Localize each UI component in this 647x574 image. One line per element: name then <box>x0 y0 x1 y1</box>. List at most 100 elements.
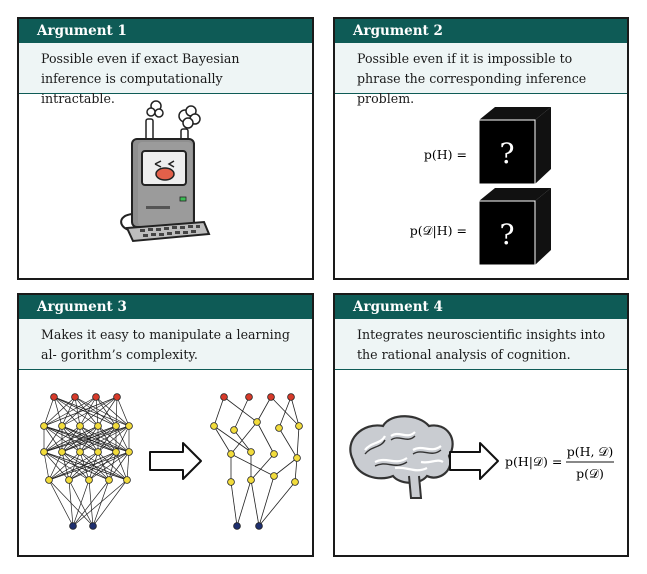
network-node <box>50 393 58 401</box>
network-edge <box>74 396 81 427</box>
network-edge <box>278 396 292 429</box>
network-edge <box>43 396 97 427</box>
prior-label: p(H) = <box>424 147 467 162</box>
network-node <box>85 476 93 484</box>
argument-panel-4: Argument 4 Integrates neuroscientific in… <box>333 293 629 557</box>
panel-text: Possible even if exact Bayesian inferenc… <box>19 43 312 106</box>
network-edge <box>43 425 99 453</box>
network-edge <box>256 396 272 423</box>
network-edge <box>233 429 252 453</box>
argument-panel-3: Argument 3 Makes it easy to manipulate a… <box>17 293 314 557</box>
network-edge <box>68 451 99 481</box>
panel-illustration: p(H) = p(𝒟|H) = ? ? <box>335 94 627 278</box>
network-edge <box>68 451 117 481</box>
network-edge <box>61 396 76 427</box>
network-edge <box>278 427 298 459</box>
network-edge <box>43 451 50 481</box>
network-edge <box>61 451 110 481</box>
network-edge <box>213 425 252 453</box>
network-edge <box>258 481 296 527</box>
network-edge <box>213 425 232 455</box>
network-edge <box>48 451 130 481</box>
network-node <box>270 472 278 480</box>
network-edge <box>74 396 130 427</box>
network-edge <box>43 451 110 481</box>
network-node <box>247 448 255 456</box>
arrow-icon <box>149 442 202 480</box>
mystery-box-icon: ? <box>478 107 551 185</box>
panel-illustration <box>19 94 312 278</box>
network-node <box>40 448 48 456</box>
network-node <box>287 393 295 401</box>
network-edge <box>88 451 99 481</box>
network-edge <box>294 457 298 483</box>
network-edge <box>79 425 117 453</box>
argument-panel-1: Argument 1 Possible even if exact Bayesi… <box>17 17 314 280</box>
network-node <box>255 522 263 530</box>
brain-icon <box>349 415 454 499</box>
network-edge <box>250 479 260 527</box>
network-edge <box>43 451 70 481</box>
network-edge <box>72 479 128 527</box>
panel-text: Integrates neuroscientific insights into… <box>335 319 627 370</box>
network-edge <box>79 425 130 453</box>
network-edge <box>72 479 90 527</box>
network-edge <box>74 396 117 427</box>
network-node <box>89 522 97 530</box>
network-node <box>105 476 113 484</box>
network-edge <box>79 451 90 481</box>
network-edge <box>48 451 63 481</box>
box-symbol: ? <box>499 218 514 251</box>
network-edge <box>230 481 238 527</box>
network-node <box>40 422 48 430</box>
network-edge <box>115 451 128 481</box>
network-node <box>69 522 77 530</box>
likelihood-label: p(𝒟|H) = <box>410 223 467 238</box>
network-node <box>112 448 120 456</box>
panel-title: Argument 4 <box>335 295 627 319</box>
network-edge <box>115 425 130 453</box>
network-edge <box>236 479 252 527</box>
network-edge <box>88 451 117 481</box>
network-edge <box>68 451 81 481</box>
network-edge <box>79 396 97 427</box>
network-edge <box>256 421 275 455</box>
network-node <box>295 422 303 430</box>
network-node <box>275 424 283 432</box>
network-edge <box>79 451 110 481</box>
network-node <box>210 422 218 430</box>
network-edge <box>53 396 81 427</box>
network-node <box>71 393 79 401</box>
network-edge <box>48 451 99 481</box>
network-node <box>112 422 120 430</box>
posterior-numerator: p(H, 𝒟) <box>567 444 614 459</box>
network-node <box>291 478 299 486</box>
network-node <box>76 422 84 430</box>
network-edge <box>108 451 130 481</box>
panel-text: Possible even if it is impossible to phr… <box>335 43 627 106</box>
box-symbol: ? <box>499 137 514 170</box>
network-edge <box>92 479 110 527</box>
network-edge <box>296 425 300 459</box>
panel-title: Argument 1 <box>19 19 312 43</box>
network-edge <box>43 396 118 427</box>
posterior-lhs: p(H|𝒟) = <box>505 454 562 469</box>
network-edge <box>43 396 55 427</box>
network-edge <box>273 457 298 477</box>
network-edge <box>230 453 275 477</box>
network-edge <box>250 453 275 481</box>
network-node <box>123 476 131 484</box>
network-edge <box>97 451 110 481</box>
network-edge <box>290 396 300 427</box>
network-edge <box>61 396 97 427</box>
network-edge <box>79 396 118 427</box>
network-node <box>113 393 121 401</box>
network-edge <box>43 451 90 481</box>
network-edge <box>61 396 118 427</box>
network-edge <box>68 451 130 481</box>
network-edge <box>95 396 117 427</box>
network-edge <box>233 396 250 431</box>
network-edge <box>43 425 117 453</box>
network-node <box>220 393 228 401</box>
network-edge <box>43 396 76 427</box>
